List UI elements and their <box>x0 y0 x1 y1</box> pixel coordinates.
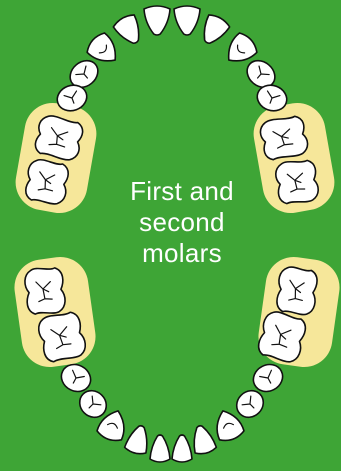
lower-right-central-incisor <box>172 435 192 462</box>
upper-right-lateral-incisor <box>196 12 231 48</box>
lower-left-second-molar <box>24 266 67 316</box>
molars-caption: First and second molars <box>92 176 272 269</box>
upper-left-second-molar <box>24 158 70 205</box>
caption-line-1: First and <box>92 176 272 207</box>
upper-right-central-incisor <box>174 6 200 35</box>
caption-line-3: molars <box>92 238 272 269</box>
upper-left-lateral-incisor <box>112 12 147 48</box>
lower-right-second-molar <box>276 266 319 316</box>
upper-left-central-incisor <box>144 6 170 35</box>
lower-right-lateral-incisor <box>189 423 217 456</box>
lower-left-lateral-incisor <box>124 423 152 456</box>
caption-line-2: second <box>92 207 272 238</box>
lower-left-central-incisor <box>150 435 170 462</box>
upper-right-second-molar <box>274 158 320 205</box>
